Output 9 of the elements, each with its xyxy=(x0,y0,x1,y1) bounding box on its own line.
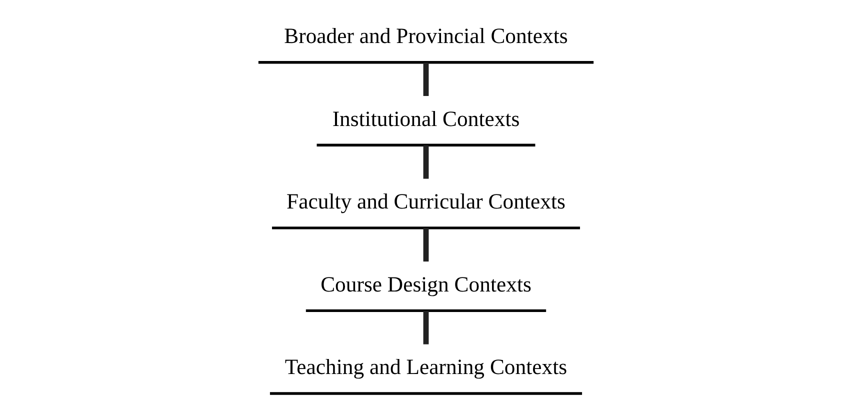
node-text: Institutional Contexts xyxy=(332,106,520,131)
node-text: Course Design Contexts xyxy=(320,272,532,296)
node-text: Broader and Provincial Contexts xyxy=(284,24,568,48)
connector xyxy=(423,310,429,344)
node-text: Teaching and Learning Contexts xyxy=(284,355,568,380)
connector xyxy=(423,228,429,262)
connector xyxy=(423,62,429,96)
connector xyxy=(423,145,429,179)
node-text: Faculty and Curricular Contexts xyxy=(286,190,566,214)
